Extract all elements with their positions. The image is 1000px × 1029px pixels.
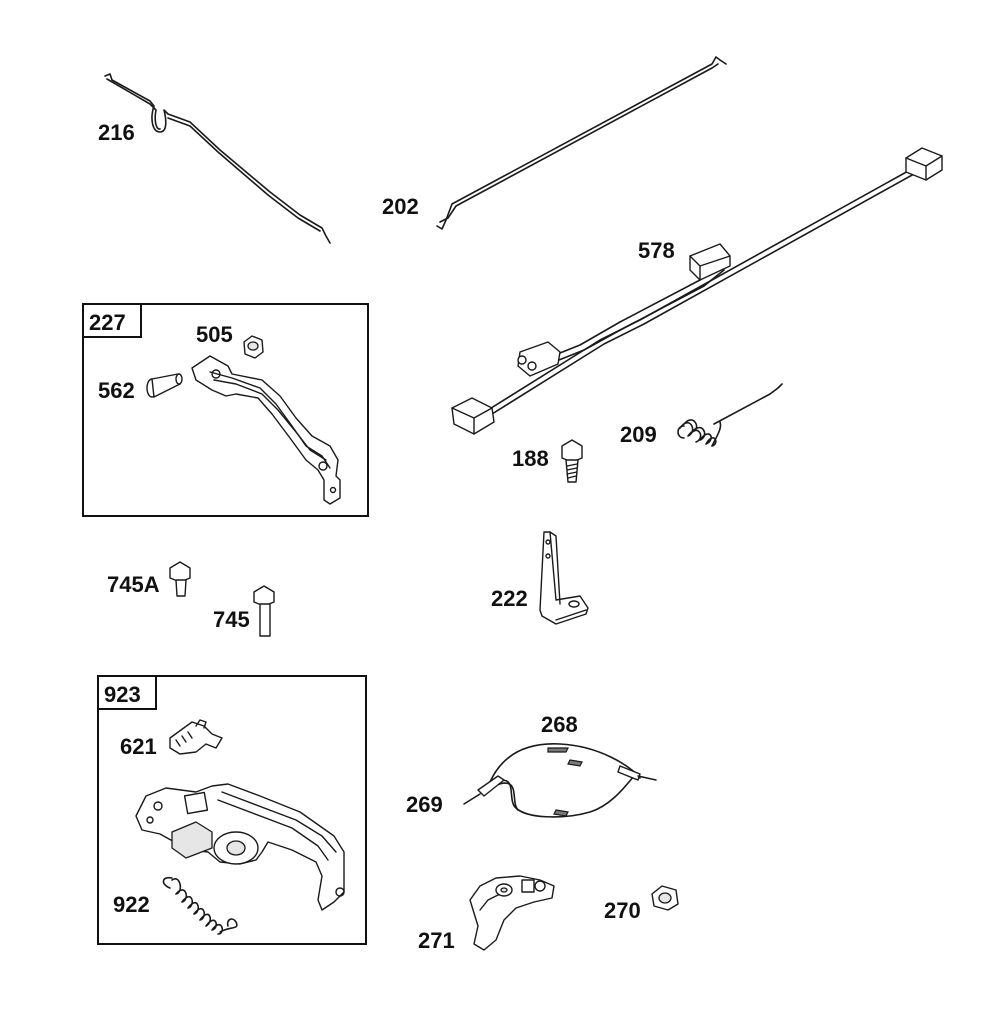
part-227-governor-lever[interactable] — [191, 355, 341, 505]
label-222: 222 — [491, 586, 528, 611]
label-562: 562 — [98, 378, 135, 403]
label-188: 188 — [512, 446, 549, 471]
part-923-control-bracket[interactable] — [135, 783, 345, 911]
label-621: 621 — [120, 734, 157, 759]
label-505: 505 — [196, 322, 233, 347]
group-227-box — [82, 303, 369, 517]
label-922: 922 — [113, 892, 150, 917]
label-269: 269 — [406, 792, 443, 817]
label-202: 202 — [382, 194, 419, 219]
label-923: 923 — [104, 682, 141, 707]
part-188-bolt[interactable] — [561, 439, 583, 483]
label-745: 745 — [213, 607, 250, 632]
label-745A: 745A — [107, 572, 160, 597]
part-745A-bolt[interactable] — [169, 561, 191, 597]
group-923-box — [97, 675, 367, 945]
part-202-throttle-rod[interactable] — [436, 56, 727, 230]
part-216-governor-link[interactable] — [104, 73, 331, 244]
label-271: 271 — [418, 928, 455, 953]
part-271-lever[interactable] — [469, 875, 555, 951]
part-922-spring[interactable] — [162, 876, 238, 935]
part-578-wire-harness[interactable] — [451, 147, 943, 435]
part-270-nut[interactable] — [651, 885, 679, 911]
label-209: 209 — [620, 422, 657, 447]
part-222-bracket[interactable] — [539, 531, 589, 625]
label-216: 216 — [98, 120, 135, 145]
label-268: 268 — [541, 712, 578, 737]
part-209-governor-spring[interactable] — [677, 383, 783, 447]
part-562-pin[interactable] — [146, 373, 183, 398]
part-745-bolt[interactable] — [253, 585, 275, 637]
label-227: 227 — [89, 310, 126, 335]
part-268-control-cable[interactable] — [463, 743, 657, 818]
part-621-cable-clamp[interactable] — [169, 719, 223, 755]
label-270: 270 — [604, 898, 641, 923]
part-505-nut[interactable] — [243, 335, 264, 359]
label-578: 578 — [638, 238, 675, 263]
